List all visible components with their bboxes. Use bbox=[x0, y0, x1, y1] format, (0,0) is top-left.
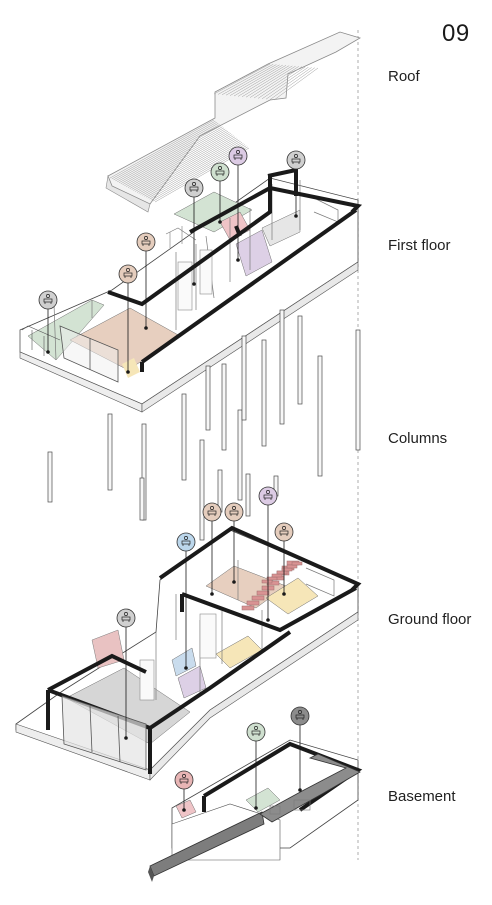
column bbox=[181, 393, 187, 481]
yellow-zone-stair bbox=[265, 577, 319, 615]
marker-dining bbox=[274, 522, 294, 596]
column bbox=[205, 365, 211, 431]
column bbox=[317, 355, 323, 477]
sink-icon bbox=[174, 770, 194, 790]
swimming-icon bbox=[290, 706, 310, 726]
column bbox=[279, 309, 285, 425]
sofa-icon bbox=[118, 264, 138, 284]
room-markers bbox=[38, 146, 310, 812]
basement-level bbox=[148, 739, 363, 882]
ground-floor-level bbox=[15, 525, 362, 781]
marker-bath-first bbox=[210, 162, 230, 224]
level-label-first-floor: First floor bbox=[388, 237, 451, 254]
columns-level bbox=[47, 309, 361, 541]
marker-study bbox=[136, 232, 156, 330]
marker-garden bbox=[116, 608, 136, 740]
pink-zone-basement bbox=[175, 799, 197, 819]
page-number: 09 bbox=[442, 20, 470, 47]
marker-pool bbox=[290, 706, 310, 792]
flag-icon bbox=[116, 608, 136, 628]
marker-bath-ground bbox=[224, 502, 244, 584]
shower-icon bbox=[258, 486, 278, 506]
column bbox=[139, 477, 145, 521]
shower-icon bbox=[228, 146, 248, 166]
cooking-icon bbox=[202, 502, 222, 522]
column bbox=[355, 329, 361, 451]
shelf-icon bbox=[246, 722, 266, 742]
marker-terrace-east bbox=[184, 178, 204, 286]
desk-chair-icon bbox=[274, 522, 294, 542]
marker-roof-terrace bbox=[38, 290, 58, 354]
marker-storage bbox=[246, 722, 266, 810]
desk-chair-icon bbox=[136, 232, 156, 252]
marker-shower-ground bbox=[258, 486, 278, 622]
lounge-icon bbox=[38, 290, 58, 310]
marker-cellar-entry bbox=[174, 770, 194, 812]
grey-zone bbox=[261, 209, 301, 247]
column bbox=[261, 339, 267, 447]
blue-zone bbox=[171, 647, 197, 677]
marker-shower bbox=[228, 146, 248, 262]
column bbox=[245, 473, 251, 517]
column bbox=[47, 451, 53, 503]
marker-living-room bbox=[118, 264, 138, 374]
level-label-basement: Basement bbox=[388, 788, 456, 805]
column bbox=[297, 315, 303, 405]
washbasin-icon bbox=[176, 532, 196, 552]
level-label-columns: Columns bbox=[388, 430, 448, 447]
yellow-zone-strip bbox=[122, 358, 140, 378]
table-chairs-icon bbox=[184, 178, 204, 198]
roof-level bbox=[105, 31, 361, 213]
pool-upper bbox=[259, 753, 361, 823]
column bbox=[221, 363, 227, 451]
level-label-roof: Roof bbox=[388, 68, 420, 85]
bathtub-icon bbox=[224, 502, 244, 522]
level-label-ground-floor: Ground floor bbox=[388, 611, 472, 628]
column bbox=[199, 439, 205, 541]
bed-icon bbox=[286, 150, 306, 170]
first-floor-level bbox=[19, 167, 363, 413]
marker-laundry bbox=[176, 532, 196, 670]
bathtub-icon bbox=[210, 162, 230, 182]
column bbox=[241, 335, 247, 421]
lavender-zone-ground bbox=[177, 665, 207, 699]
marker-kitchen-ground bbox=[202, 502, 222, 596]
roof-slab bbox=[107, 31, 361, 205]
column bbox=[107, 413, 113, 491]
column bbox=[237, 409, 243, 501]
marker-bedroom bbox=[286, 150, 306, 218]
lavender-zone bbox=[235, 229, 273, 277]
green-zone-storage bbox=[245, 787, 281, 813]
